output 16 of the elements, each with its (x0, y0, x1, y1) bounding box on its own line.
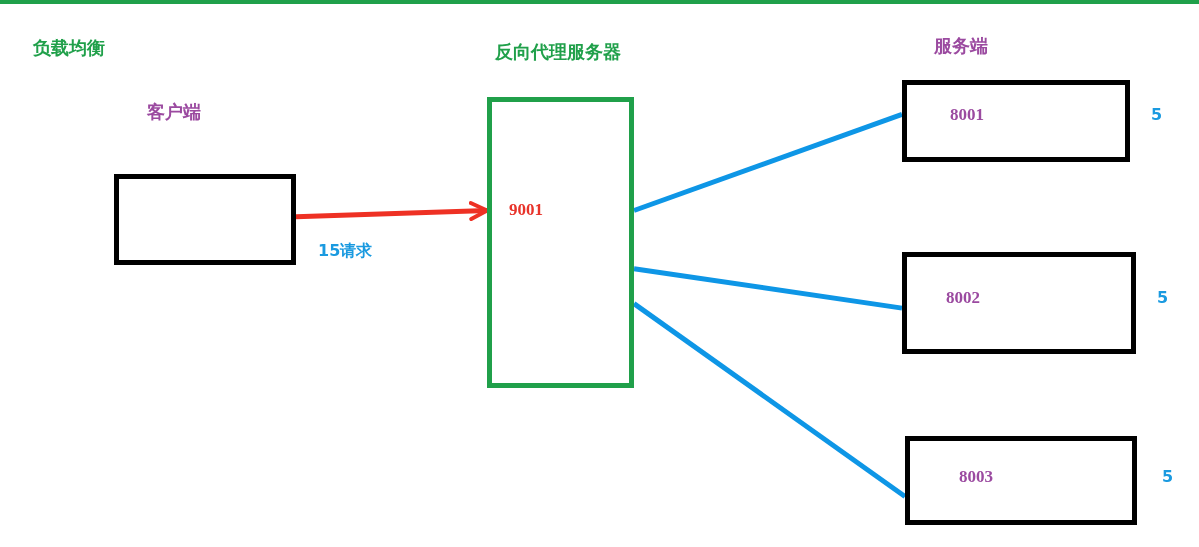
port-label: 8001 (950, 105, 984, 125)
connector (633, 266, 903, 311)
group-heading: 服务端 (934, 34, 988, 58)
count-label: 5 (1157, 288, 1169, 307)
edge-label: 15请求 (318, 240, 373, 262)
node-heading: 反向代理服务器 (495, 40, 621, 64)
port-label: 8002 (946, 288, 980, 308)
port-label: 9001 (509, 200, 543, 220)
connector (632, 301, 907, 499)
count-label: 5 (1151, 105, 1163, 124)
connector (295, 201, 489, 221)
connector (633, 112, 903, 213)
port-label: 8003 (959, 467, 993, 487)
node-heading: 客户端 (147, 100, 201, 124)
diagram-title: 负载均衡 (33, 36, 105, 60)
count-label: 5 (1162, 467, 1174, 486)
